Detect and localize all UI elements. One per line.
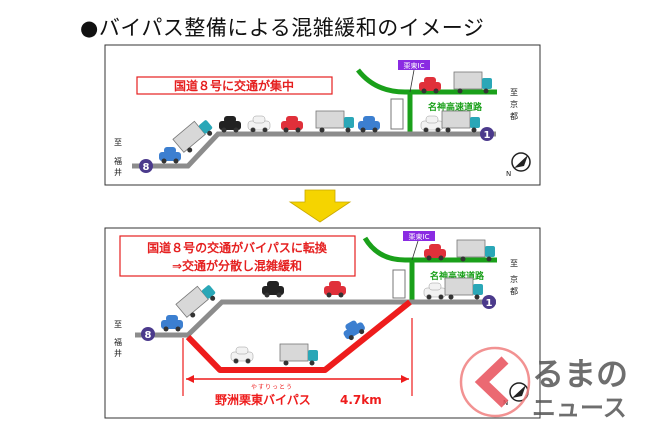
logo-chevron-icon (474, 356, 509, 408)
page-title: ●バイパス整備による混雑緩和のイメージ (80, 16, 485, 40)
ic-label: 栗東IC (409, 232, 430, 241)
route-8-badge (139, 159, 153, 173)
route-8-road (135, 299, 496, 338)
ic-label-box (403, 231, 435, 241)
after-headline-2: ⇒交通が分散し混雑緩和 (172, 258, 302, 273)
tollgate-icon (390, 98, 404, 130)
expressway-label: 名神高速道路 (428, 101, 483, 113)
logo-circle (459, 346, 531, 418)
ic-label-box (398, 60, 430, 70)
bypass-reading: やすりっとう (251, 383, 293, 391)
before-panel: 国道８号に交通が集中 栗東IC 名神高速道路 8 1 至 京 都 至 福 井 N (104, 44, 541, 186)
logo-text-1: るまの (532, 355, 628, 393)
svg-text:都: 都 (510, 112, 518, 121)
bypass-name: 野洲栗東バイパス (215, 392, 311, 407)
bypass-length: 4.7km (340, 393, 382, 407)
tollgate-icon (392, 269, 406, 299)
svg-text:1: 1 (484, 130, 491, 141)
svg-text:井: 井 (114, 348, 122, 358)
logo: るまの ニュース (459, 346, 628, 422)
svg-text:至: 至 (510, 88, 518, 97)
before-headline-box (136, 76, 333, 95)
route-8-badge (141, 327, 155, 341)
svg-text:井: 井 (114, 167, 122, 177)
svg-text:8: 8 (143, 162, 150, 173)
svg-text:1: 1 (486, 298, 493, 309)
svg-text:至: 至 (114, 320, 122, 329)
after-headline-1: 国道８号の交通がバイパスに転換 (147, 240, 328, 255)
route-1-badge (480, 127, 494, 141)
svg-text:京: 京 (510, 274, 518, 284)
svg-text:至: 至 (114, 138, 122, 147)
ic-label: 栗東IC (404, 61, 425, 70)
svg-text:至: 至 (510, 259, 518, 268)
before-headline: 国道８号に交通が集中 (174, 78, 294, 93)
svg-text:京: 京 (510, 99, 518, 109)
svg-text:N: N (506, 170, 511, 178)
down-arrow-icon (288, 189, 352, 223)
after-panel: 国道８号の交通がバイパスに転換 ⇒交通が分散し混雑緩和 栗東IC 名神高速道路 … (104, 227, 541, 419)
after-headline-box (119, 235, 356, 277)
bypass-road (185, 299, 412, 373)
svg-text:福: 福 (114, 157, 122, 166)
svg-text:8: 8 (145, 330, 152, 341)
svg-text:都: 都 (510, 287, 518, 296)
route-1-badge (482, 295, 496, 309)
svg-text:福: 福 (114, 338, 122, 347)
route-8-road (132, 131, 496, 169)
logo-text-2: ニュース (532, 394, 627, 422)
expressway-road (362, 236, 497, 263)
expressway-road (356, 68, 497, 95)
